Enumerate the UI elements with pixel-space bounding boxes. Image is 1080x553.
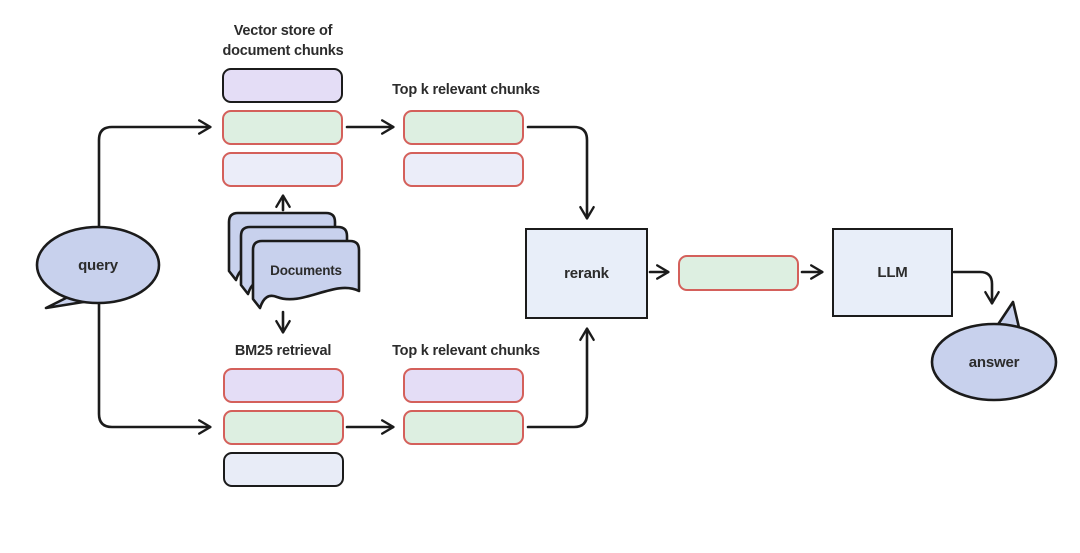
topk-upper-chunk-stack: [403, 110, 524, 194]
llm-node: LLM: [832, 228, 953, 317]
bm25-title: BM25 retrieval: [234, 343, 332, 359]
documents-label: Documents: [270, 263, 342, 278]
llm-label: LLM: [877, 264, 908, 281]
arrow-query-to-vector-store: [97, 119, 212, 231]
chunk-green: [403, 410, 524, 445]
rerank-label: rerank: [564, 265, 609, 282]
query-bubble: [35, 225, 161, 305]
chunk-purple: [223, 368, 344, 403]
answer-bubble: [930, 322, 1058, 402]
arrow-llm-to-answer: [952, 270, 1000, 305]
vector-store-chunk-stack: [222, 68, 343, 194]
chunk-light: [222, 152, 343, 187]
chunk-purple: [222, 68, 343, 103]
chunk-purple: [403, 368, 524, 403]
chunk-light: [403, 152, 524, 187]
topk-lower-title: Top k relevant chunks: [392, 343, 540, 359]
chunk-green: [223, 410, 344, 445]
topk-lower-chunk-stack: [403, 368, 524, 452]
arrow-topk-upper-to-rerank: [526, 125, 595, 220]
chunk-light: [223, 452, 344, 487]
bm25-chunk-stack: [223, 368, 344, 494]
reranked-chunk: [678, 255, 799, 298]
topk-upper-title: Top k relevant chunks: [392, 82, 540, 98]
chunk-green: [678, 255, 799, 291]
chunk-green: [222, 110, 343, 145]
answer-label: answer: [968, 354, 1020, 371]
arrow-query-to-bm25: [97, 301, 212, 435]
document-front-icon: [251, 239, 361, 310]
chunk-green: [403, 110, 524, 145]
vector-store-title: Vector store of document chunks: [222, 23, 344, 59]
query-label: query: [78, 257, 118, 274]
arrow-topk-lower-to-rerank: [526, 327, 595, 429]
rerank-node: rerank: [525, 228, 648, 319]
